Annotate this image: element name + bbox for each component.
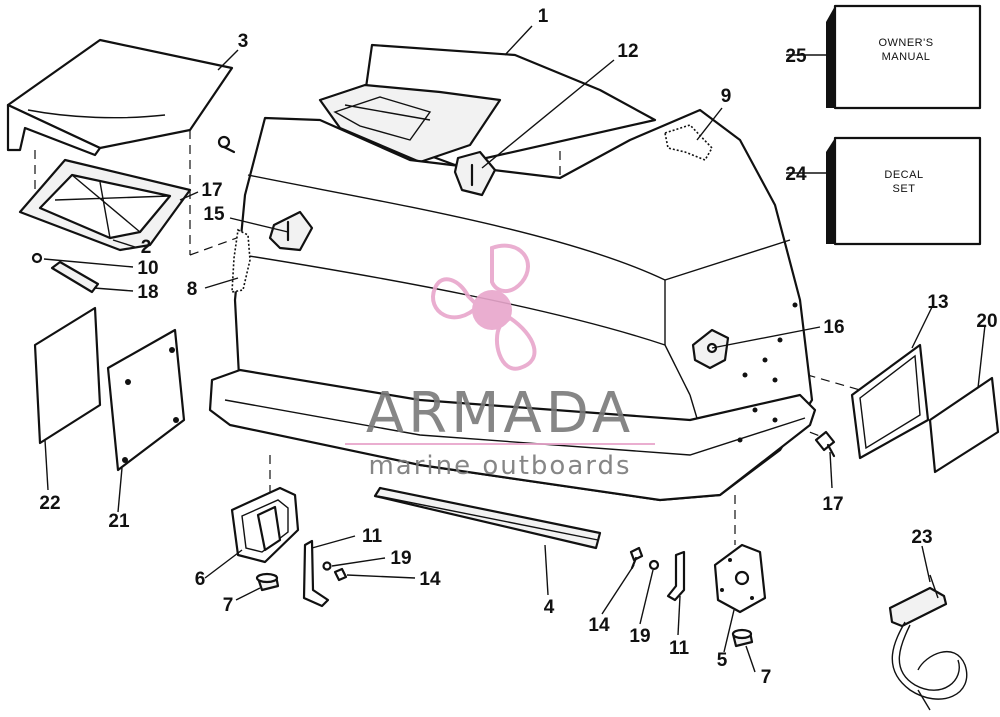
decal-set-line1: DECAL — [884, 169, 923, 181]
callout-19-left: 19 — [390, 548, 411, 569]
latch-12 — [453, 150, 497, 197]
callout-10: 10 — [137, 258, 158, 279]
callout-7-right: 7 — [761, 667, 772, 688]
callout-12: 12 — [617, 41, 638, 62]
grommet-7-right — [731, 628, 754, 648]
decal-set-line2: SET — [893, 183, 916, 195]
screw-14-right — [629, 546, 644, 570]
callout-16: 16 — [823, 317, 844, 338]
callout-17-left: 17 — [201, 180, 222, 201]
leader-lines — [43, 25, 986, 673]
callout-11-right: 11 — [669, 638, 690, 659]
propeller-logo-icon — [431, 243, 537, 371]
frame-13 — [850, 343, 930, 460]
callout-labels: 1 3 12 9 25 24 17 15 2 10 18 8 16 13 20 … — [39, 6, 997, 688]
bumper-18 — [50, 260, 100, 294]
callout-24: 24 — [785, 164, 807, 185]
owners-manual-box: OWNER'S MANUAL — [826, 4, 982, 110]
callout-4: 4 — [544, 597, 555, 618]
cover-3 — [6, 38, 234, 157]
callout-25: 25 — [785, 46, 807, 67]
plate-21 — [106, 328, 186, 472]
callout-2: 2 — [141, 237, 152, 258]
primer-23 — [888, 574, 968, 711]
callout-15: 15 — [203, 204, 225, 225]
washer-19-right — [648, 559, 660, 571]
callout-3: 3 — [238, 31, 249, 52]
screw-10 — [31, 252, 43, 264]
bracket-6 — [230, 486, 300, 564]
seal-9 — [664, 124, 713, 161]
screw-14-left — [333, 567, 348, 582]
callout-5: 5 — [717, 650, 728, 671]
panel-20 — [928, 376, 1000, 474]
callout-21: 21 — [108, 511, 130, 532]
callout-22: 22 — [39, 493, 60, 514]
latch-16 — [691, 328, 730, 370]
screw-17-right — [814, 430, 836, 458]
gasket-2 — [18, 158, 192, 252]
owners-manual-line2: MANUAL — [882, 51, 931, 63]
bracket-11-right — [666, 550, 686, 602]
watermark-tagline: marine outboards — [368, 451, 631, 481]
callout-11-left: 11 — [362, 526, 383, 547]
callout-8: 8 — [187, 279, 198, 300]
callout-23: 23 — [911, 527, 932, 548]
armada-watermark: ARMADA marine outboards — [345, 243, 655, 481]
callout-19-right: 19 — [629, 626, 650, 647]
seal-strip-4 — [373, 486, 602, 550]
callout-14-left: 14 — [419, 569, 441, 590]
callout-1: 1 — [538, 6, 549, 27]
seal-8 — [231, 228, 251, 293]
callout-6: 6 — [195, 569, 206, 590]
callout-7-left: 7 — [223, 595, 234, 616]
watermark-brand: ARMADA — [366, 381, 634, 446]
callout-13: 13 — [927, 292, 948, 313]
grommet-7-left — [255, 572, 280, 592]
callout-18: 18 — [137, 282, 158, 303]
callout-17-right: 17 — [822, 494, 843, 515]
panel-22 — [33, 306, 102, 445]
decal-set-box: DECAL SET — [826, 136, 982, 246]
washer-19-left — [322, 561, 332, 571]
callout-14-right: 14 — [588, 615, 610, 636]
owners-manual-line1: OWNER'S — [878, 37, 933, 49]
bracket-11-left — [302, 539, 330, 608]
bracket-5 — [713, 543, 767, 614]
callout-9: 9 — [721, 86, 732, 107]
screw-17-left — [217, 135, 236, 154]
callout-20: 20 — [976, 311, 997, 332]
latch-15 — [268, 210, 314, 252]
engine-cover-assembly — [208, 43, 817, 502]
